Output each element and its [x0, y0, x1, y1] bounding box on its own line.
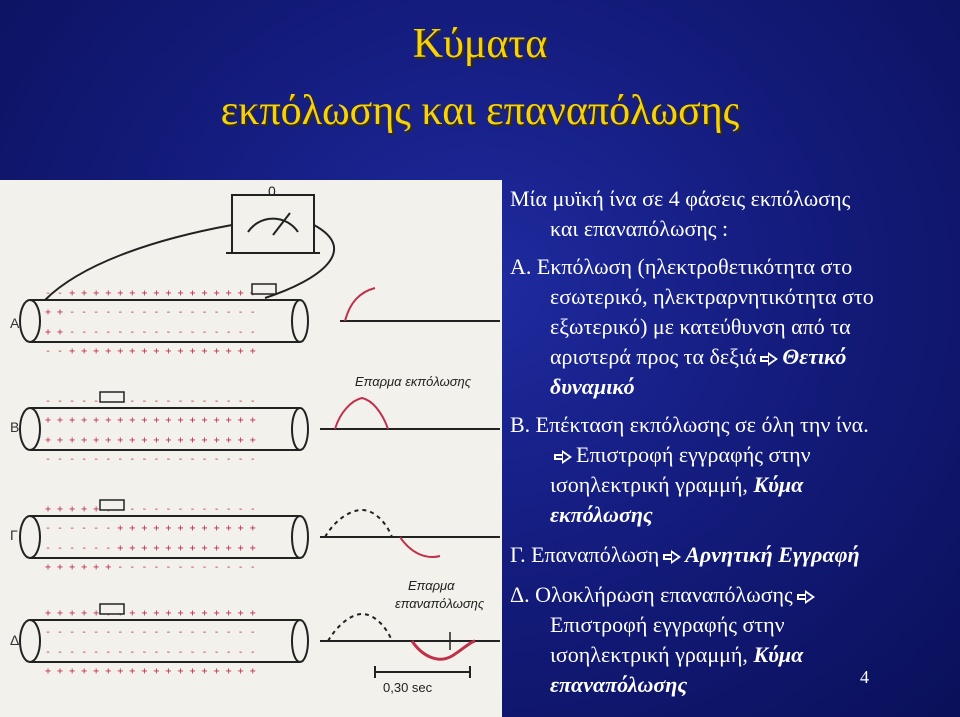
- phase-c-text: Γ. Επαναπόλωση: [510, 542, 660, 567]
- muscle-fiber-figure: 0 Α - - + + + + + + + + + + + + + + + + …: [0, 180, 502, 717]
- phase-d-line-3-text: ισοηλεκτρική γραμμή,: [550, 642, 748, 667]
- svg-text:- - - - - - + + + + + + + + +: - - - - - - + + + + + + + + + + + +: [45, 543, 256, 554]
- svg-text:- - + + + + + + + + + + + + +: - - + + + + + + + + + + + + + + + +: [45, 288, 256, 299]
- positive-potential-text: Θετικό: [782, 344, 847, 369]
- arrow-right-icon: [760, 351, 779, 366]
- slide-number: 4: [860, 667, 869, 687]
- svg-text:+ + + + + + - - - - - - - - -: + + + + + + - - - - - - - - - - - -: [45, 504, 256, 515]
- negative-recording-text: Αρνητική Εγγραφή: [685, 542, 860, 567]
- svg-text:- - - - - - - - - - - - - - -: - - - - - - - - - - - - - - - - - -: [45, 454, 256, 465]
- arrow-right-icon: [663, 549, 682, 564]
- phase-a-line-1: Α. Εκπόλωση (ηλεκτροθετικότητα στο: [510, 254, 853, 279]
- time-scale: [374, 666, 471, 678]
- depolarization-wave-cont: εκπόλωσης: [550, 502, 653, 527]
- svg-text:+ + - - - - - - - - - - - - -: + + - - - - - - - - - - - - - - - -: [45, 327, 256, 338]
- slide-subtitle: εκπόλωσης και επαναπόλωσης: [220, 88, 740, 134]
- phase-a-line-4: αριστερά προς τα δεξιά Θετικό: [550, 343, 846, 371]
- svg-text:+ + - - - - - - - - - - - - -: + + - - - - - - - - - - - - - - - -: [45, 307, 256, 318]
- svg-text:+ + + + + + + + + + + + + + +: + + + + + + + + + + + + + + + + + +: [45, 666, 256, 677]
- phase-a-line-4-text: αριστερά προς τα δεξιά: [550, 344, 757, 369]
- phase-a-line-2: εσωτερικό, ηλεκτραρνητικότητα στο: [550, 284, 874, 309]
- fiber-row-c: Γ + + + + + + - - - - - - - - - - - - - …: [10, 499, 500, 573]
- svg-text:- - - - - - + + + + + + + + +: - - - - - - + + + + + + + + + + + +: [45, 523, 256, 534]
- phase-b-line-1: Β. Επέκταση εκπόλωσης σε όλη την ίνα.: [510, 412, 869, 437]
- phase-d-line-3: ισοηλεκτρική γραμμή, Κύμα: [550, 641, 803, 669]
- repolarization-wave-cont: επαναπόλωσης: [550, 672, 688, 697]
- phase-d-line-1-text: Δ. Ολοκλήρωση επαναπόλωσης: [510, 582, 793, 607]
- phase-b-line-2-text: Επιστροφή εγγραφής στην: [576, 442, 811, 467]
- fiber-row-d: Δ + + + + + + + + + + + + + + + + + + - …: [10, 603, 500, 677]
- svg-text:- - - - - - - - - - - - - - -: - - - - - - - - - - - - - - - - - -: [45, 627, 256, 638]
- svg-text:- - - - - - - - - - - - - - -: - - - - - - - - - - - - - - - - - -: [45, 647, 256, 658]
- svg-text:+ + + + + + + + + + + + + + +: + + + + + + + + + + + + + + + + + +: [45, 608, 256, 619]
- slide-title: Κύματα: [412, 21, 548, 67]
- row-label-c: Γ: [10, 527, 18, 543]
- meter-zero-label: 0: [268, 183, 276, 199]
- time-scale-label: 0,30 sec: [383, 680, 433, 695]
- row-label-a: Α: [10, 315, 20, 331]
- repolarization-label-1: Επαρμα: [408, 578, 455, 593]
- svg-text:- - + + + + + + + + + + + + +: - - + + + + + + + + + + + + + + + +: [45, 346, 256, 357]
- depolarization-label: Επαρμα εκπόλωσης: [355, 374, 472, 389]
- svg-text:+ + + + + + - - - - - - - - -: + + + + + + - - - - - - - - - - - -: [45, 562, 256, 573]
- row-label-d: Δ: [10, 632, 19, 648]
- fiber-row-a: Α - - + + + + + + + + + + + + + + + + + …: [10, 283, 500, 357]
- repolarization-wave-text: Κύμα: [753, 642, 804, 667]
- phase-b-line-3-text: ισοηλεκτρική γραμμή,: [550, 472, 748, 497]
- arrow-right-icon: [554, 449, 572, 464]
- phase-b-line-2: Επιστροφή εγγραφής στην: [550, 441, 811, 469]
- positive-potential-cont: δυναμικό: [550, 374, 635, 399]
- phase-d-line-1: Δ. Ολοκλήρωση επαναπόλωσης: [510, 581, 819, 609]
- svg-text:+ + + + + + + + + + + + + + +: + + + + + + + + + + + + + + + + + +: [45, 415, 256, 426]
- phase-d-line-2: Επιστροφή εγγραφής στην: [550, 612, 785, 637]
- phase-b-line-3: ισοηλεκτρική γραμμή, Κύμα: [550, 471, 803, 499]
- phase-a-line-3: εξωτερικό) με κατεύθυνση από τα: [550, 314, 851, 339]
- row-label-b: Β: [10, 419, 19, 435]
- svg-text:+ + + + + + + + + + + + + + +: + + + + + + + + + + + + + + + + + +: [45, 435, 256, 446]
- fiber-row-b: Β - - - - - - - - - - - - - - - - - - + …: [10, 391, 500, 465]
- phase-c-line: Γ. Επαναπόλωση Αρνητική Εγγραφή: [510, 541, 860, 569]
- depolarization-wave-text: Κύμα: [753, 472, 804, 497]
- galvanometer-icon: [226, 194, 320, 254]
- repolarization-label-2: επαναπόλωσης: [395, 596, 485, 611]
- svg-text:- - - - - - - - - - - - - - -: - - - - - - - - - - - - - - - - - -: [45, 396, 256, 407]
- intro-line-1: Μία μυϊκή ίνα σε 4 φάσεις εκπόλωσης: [510, 186, 851, 211]
- intro-line-2: και επαναπόλωσης :: [550, 216, 729, 241]
- arrow-right-icon: [796, 589, 815, 604]
- fiber-diagram: 0 Α - - + + + + + + + + + + + + + + + + …: [10, 183, 500, 695]
